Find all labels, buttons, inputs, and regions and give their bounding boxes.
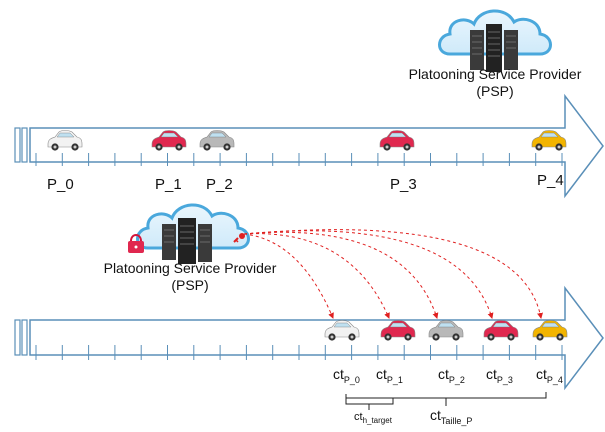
padlock-icon xyxy=(128,234,144,253)
bottom-car-2 xyxy=(428,320,464,341)
vehicle-label-p2: P_2 xyxy=(206,176,233,193)
bottom-psp-cloud-icon xyxy=(136,203,250,264)
top-cars xyxy=(47,130,567,151)
vehicle-label-p3: P_3 xyxy=(390,176,417,193)
dashed-arrows xyxy=(243,229,543,319)
top-psp-cloud-icon xyxy=(438,9,552,72)
bottom-car-3 xyxy=(483,320,519,341)
top-car-4 xyxy=(531,130,567,151)
dashed-arrow xyxy=(243,231,439,319)
bottom-car-4 xyxy=(532,320,568,341)
bottom-car-1 xyxy=(380,320,416,341)
vehicle-label-p1: P_1 xyxy=(155,176,182,193)
dashed-arrow xyxy=(243,233,334,319)
bottom-psp-server-icon xyxy=(162,218,212,264)
token-ct-p0: ctP_0 xyxy=(333,366,360,385)
bottom-car-0 xyxy=(324,320,360,341)
token-ct-p3: ctP_3 xyxy=(486,366,513,385)
dashed-arrow xyxy=(243,233,390,319)
vehicle-label-p4: P_4 xyxy=(537,172,564,189)
brace-outer xyxy=(345,392,547,406)
top-psp-abbrev: (PSP) xyxy=(476,83,514,99)
brace-inner-label: cth_target xyxy=(354,411,392,426)
bottom-road-arrow xyxy=(14,285,604,391)
bottom-road-ticks xyxy=(35,345,563,360)
bottom-psp-abbrev: (PSP) xyxy=(171,277,209,293)
top-car-2 xyxy=(199,130,235,151)
key-icon xyxy=(233,233,245,243)
bottom-psp-title: Platooning Service Provider xyxy=(103,260,277,276)
top-road-ticks xyxy=(35,153,563,166)
brace-outer-label: ctTaille_P xyxy=(430,407,473,426)
top-car-0 xyxy=(47,130,83,151)
token-ct-p4: ctP_4 xyxy=(536,366,563,385)
bottom-cars xyxy=(324,320,568,341)
top-car-3 xyxy=(379,130,415,151)
top-psp-server-icon xyxy=(470,24,518,72)
top-car-1 xyxy=(151,130,187,151)
vehicle-label-p0: P_0 xyxy=(47,176,74,193)
token-ct-p1: ctP_1 xyxy=(376,366,403,385)
dashed-arrow xyxy=(243,229,543,319)
token-ct-p2: ctP_2 xyxy=(438,366,465,385)
brace-inner xyxy=(345,398,394,410)
top-psp-title: Platooning Service Provider xyxy=(408,66,582,82)
top-road-arrow xyxy=(14,93,604,199)
